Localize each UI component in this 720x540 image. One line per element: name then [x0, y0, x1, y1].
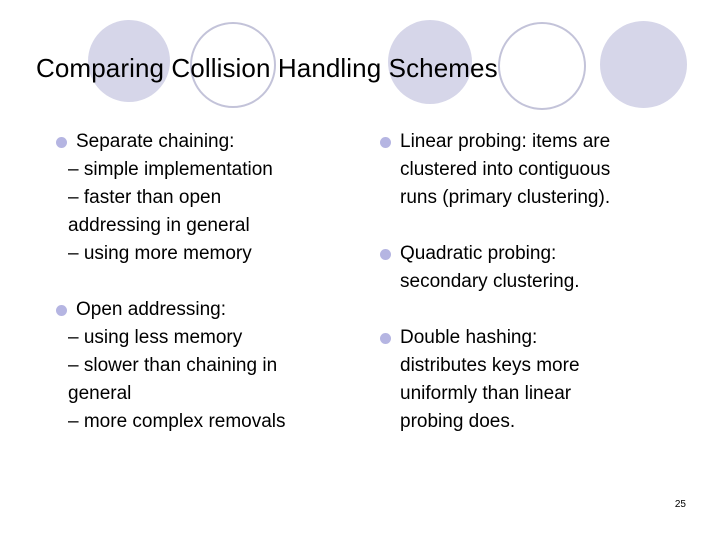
left-content-column: Separate chaining: – simple implementatio… — [52, 128, 364, 436]
sub-bullet-item: – faster than open — [68, 187, 222, 208]
bullet-item: Quadratic probing: — [376, 240, 692, 268]
bullet-group: Quadratic probing: secondary clustering. — [376, 240, 692, 296]
bullet-continuation: secondary clustering. — [400, 271, 580, 292]
bullet-dot-icon — [56, 305, 67, 316]
bullet-continuation: clustered into contiguous — [400, 159, 611, 180]
sub-bullet-continuation: general — [68, 383, 132, 404]
bullet-label: Quadratic probing: — [400, 243, 557, 264]
bullet-group: Linear probing: items are clustered into … — [376, 128, 692, 212]
sub-bullet-item: – using less memory — [68, 327, 243, 348]
bullet-dot-icon — [56, 137, 67, 148]
bullet-item: Separate chaining: — [52, 128, 364, 156]
bullet-continuation: distributes keys more — [400, 355, 580, 376]
bullet-group-spacer — [376, 296, 692, 324]
sub-bullet-item: – more complex removals — [68, 411, 286, 432]
bullet-dot-icon — [380, 333, 391, 344]
bullet-label: Open addressing: — [76, 299, 226, 320]
bullet-item: Open addressing: — [52, 296, 364, 324]
sub-bullet-item: – slower than chaining in — [68, 355, 278, 376]
sub-bullet-item: – simple implementation — [68, 159, 273, 180]
bullet-group-spacer — [376, 212, 692, 240]
bullet-dot-icon — [380, 249, 391, 260]
bullet-group: Open addressing: – using less memory – slo… — [52, 296, 364, 436]
bullet-continuation: runs (primary clustering). — [400, 187, 611, 208]
bullet-group-spacer — [52, 268, 364, 296]
bullet-group: Double hashing: distributes keys more unif… — [376, 324, 692, 436]
bullet-item: Linear probing: items are — [376, 128, 692, 156]
page-title: Comparing Collision Handling Schemes — [36, 53, 498, 83]
bullet-continuation: uniformly than linear — [400, 383, 572, 404]
bullet-continuation: probing does. — [400, 411, 516, 432]
right-content-column: Linear probing: items are clustered into … — [376, 128, 692, 436]
bullet-label: Separate chaining: — [76, 131, 235, 152]
sub-bullet-continuation: addressing in general — [68, 215, 250, 236]
bullet-label: Linear probing: items are — [400, 131, 611, 152]
sub-bullet-item: – using more memory — [68, 243, 252, 264]
bullet-item: Double hashing: — [376, 324, 692, 352]
bullet-group: Separate chaining: – simple implementatio… — [52, 128, 364, 268]
bullet-dot-icon — [380, 137, 391, 148]
bullet-label: Double hashing: — [400, 327, 538, 348]
page-number: 25 — [674, 499, 686, 510]
